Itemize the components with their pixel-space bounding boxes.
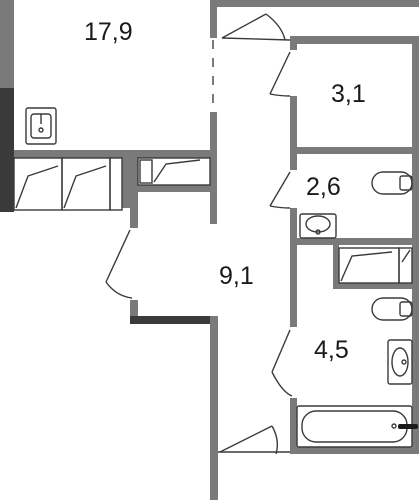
door-frame-top bbox=[221, 37, 291, 41]
niche-door-swing bbox=[340, 251, 393, 282]
wardrobe-section bbox=[139, 159, 153, 184]
bathtub-faucet-icon bbox=[398, 424, 418, 429]
bath-toilet-tank bbox=[399, 301, 413, 317]
wall-toilet-left-top bbox=[290, 154, 297, 170]
wall-toilet-left-bottom bbox=[290, 208, 297, 244]
cabinet-door-swing bbox=[63, 165, 107, 209]
niche-diagonal bbox=[401, 249, 411, 263]
wall-bedroom-bottom bbox=[290, 147, 419, 154]
area-label-toilet: 2,6 bbox=[306, 173, 341, 201]
door-arc-toilet bbox=[269, 205, 291, 209]
toilet-tank bbox=[399, 175, 413, 191]
kitchen-sink-icon bbox=[25, 107, 57, 145]
toilet-washbasin-icon bbox=[299, 213, 337, 239]
wall-bath-left-bottom bbox=[290, 398, 297, 452]
bathtub-drain bbox=[391, 423, 397, 429]
area-label-bathroom: 4,5 bbox=[314, 336, 349, 364]
wardrobe-door-swing bbox=[153, 159, 201, 183]
cabinet-door-swing bbox=[15, 165, 59, 209]
door-leaf-hall-left bbox=[105, 229, 131, 283]
wall-right-outer-mid bbox=[412, 154, 419, 246]
toilet-washbasin-bowl bbox=[305, 215, 331, 233]
wall-bedroom-left bbox=[290, 36, 297, 50]
wall-toilet-bottom bbox=[290, 238, 419, 245]
wall-bath-bottom bbox=[290, 447, 419, 454]
door-leaf-toilet bbox=[269, 171, 291, 207]
bathtub-inner bbox=[301, 410, 408, 443]
door-leaf-bath bbox=[271, 329, 291, 373]
wall-right-outer-bottom bbox=[412, 245, 419, 454]
area-label-living-room: 17,9 bbox=[84, 18, 133, 46]
kitchen-cabinet-icon bbox=[109, 157, 123, 211]
bath-washbasin-icon bbox=[387, 339, 413, 385]
wardrobe-icon bbox=[137, 157, 211, 186]
door-arc-hall-left bbox=[105, 281, 133, 299]
door-arc-top bbox=[265, 13, 286, 41]
wall-kitchen-bottom bbox=[138, 185, 210, 192]
kitchen-cabinet-icon bbox=[61, 157, 111, 211]
wall-center-mid bbox=[210, 112, 217, 224]
wall-hall-entry-right bbox=[210, 316, 218, 500]
wall-top-right bbox=[217, 0, 419, 7]
wall-hall-left-upper bbox=[130, 192, 138, 228]
door-leaf-bedroom bbox=[269, 51, 291, 95]
fixtures bbox=[13, 107, 413, 448]
doors bbox=[105, 13, 293, 455]
bath-washbasin-drain bbox=[401, 359, 407, 365]
door-leaf-top bbox=[221, 13, 267, 39]
kitchen-sink-drain bbox=[38, 127, 44, 133]
wall-left-dark bbox=[0, 88, 14, 212]
bath-washbasin-bowl bbox=[391, 347, 409, 377]
kitchen-cabinet-icon bbox=[13, 157, 63, 211]
wall-hall-entry-top bbox=[130, 316, 218, 324]
wall-niche-left bbox=[333, 245, 339, 289]
wall-niche-bottom bbox=[333, 283, 419, 289]
door-arc-bottom bbox=[271, 425, 279, 455]
door-arc-bath bbox=[271, 371, 293, 397]
toilet-washbasin-drain bbox=[315, 229, 321, 235]
door-leaf-bottom bbox=[219, 425, 273, 453]
wall-hall-left-lower bbox=[130, 300, 138, 322]
area-label-bedroom: 3,1 bbox=[331, 80, 366, 108]
wall-right-outer-top bbox=[412, 36, 419, 154]
wall-bedroom-top bbox=[290, 36, 419, 44]
area-label-hallway: 9,1 bbox=[219, 262, 254, 290]
door-arc-bedroom bbox=[269, 93, 291, 97]
wall-bedroom-left-lower bbox=[290, 96, 297, 154]
wall-kitchen-top bbox=[14, 150, 210, 158]
bathtub-icon bbox=[296, 405, 413, 448]
niche-cabinet-side bbox=[398, 247, 413, 284]
wall-center-top bbox=[210, 0, 217, 38]
wall-bath-left-top bbox=[290, 245, 297, 327]
